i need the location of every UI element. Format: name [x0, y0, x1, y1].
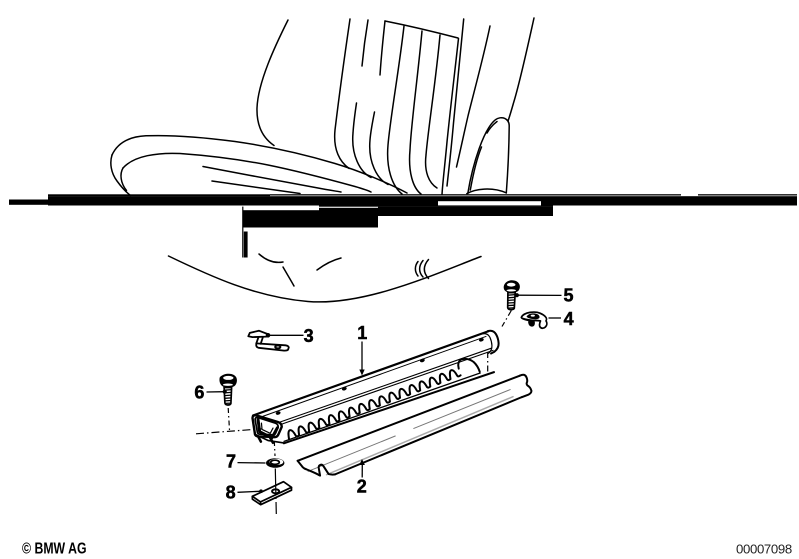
svg-text:2: 2 [357, 477, 367, 497]
svg-text:00007098: 00007098 [736, 542, 792, 557]
svg-text:1: 1 [357, 323, 367, 343]
svg-text:4: 4 [564, 309, 574, 329]
svg-text:3: 3 [304, 326, 314, 346]
svg-text:5: 5 [563, 286, 573, 306]
svg-text:© BMW AG: © BMW AG [22, 541, 87, 558]
svg-text:8: 8 [226, 483, 236, 503]
svg-text:6: 6 [194, 383, 204, 403]
svg-text:7: 7 [226, 452, 236, 472]
